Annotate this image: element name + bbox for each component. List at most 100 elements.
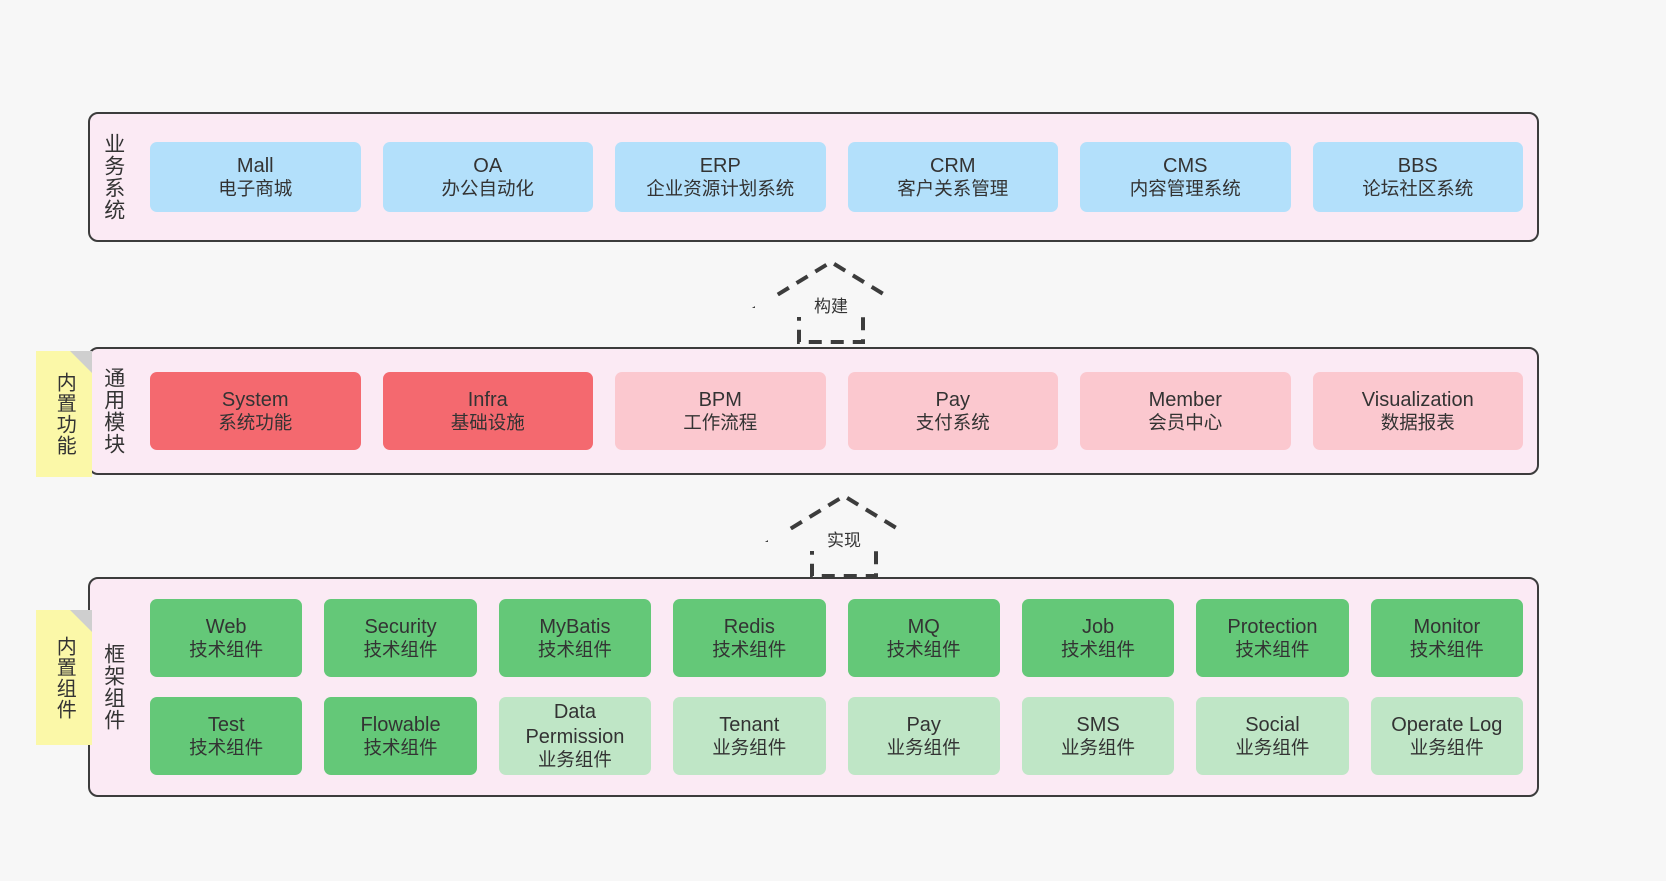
- card-title-cn: 技术组件: [1061, 638, 1136, 660]
- card-member[interactable]: Member 会员中心: [1080, 372, 1291, 450]
- card-bpm[interactable]: BPM 工作流程: [615, 372, 826, 450]
- card-title-en: Mall: [236, 154, 274, 177]
- card-monitor[interactable]: Monitor 技术组件: [1370, 599, 1523, 677]
- layer-body-business-systems: Mall 电子商城 OA 办公自动化 ERP 企业资源计划系统 CRM 客户关系…: [136, 114, 1537, 240]
- build-arrow-label: 构建: [755, 296, 907, 317]
- card-title-en: Social: [1245, 713, 1300, 736]
- card-title-cn: 论坛社区系统: [1362, 177, 1474, 199]
- card-title-en: Data Permission: [525, 701, 625, 748]
- card-title-en: ERP: [699, 154, 741, 177]
- card-title-cn: 业务组件: [1061, 736, 1136, 758]
- card-title-en: Operate Log: [1391, 713, 1503, 736]
- layer-business-systems: 业务系统 Mall 电子商城 OA 办公自动化 ERP 企业资源计划系统 CRM…: [88, 112, 1539, 242]
- card-row: System 系统功能 Infra 基础设施 BPM 工作流程 Pay 支付系统…: [150, 372, 1523, 450]
- card-row: Mall 电子商城 OA 办公自动化 ERP 企业资源计划系统 CRM 客户关系…: [150, 142, 1523, 212]
- card-title-en: Test: [207, 713, 245, 736]
- card-title-cn: 业务组件: [537, 749, 612, 771]
- layer-framework-components: 框架组件 Web 技术组件 Security 技术组件 MyBatis 技术组件…: [88, 577, 1539, 797]
- card-title-en: CMS: [1163, 154, 1208, 177]
- card-title-en: System: [221, 388, 289, 411]
- layer-body-common-modules: System 系统功能 Infra 基础设施 BPM 工作流程 Pay 支付系统…: [136, 349, 1537, 473]
- card-title-en: Member: [1148, 388, 1222, 411]
- sticky-note-label: 内置功能: [53, 372, 76, 456]
- card-tenant[interactable]: Tenant 业务组件: [673, 697, 826, 775]
- implement-arrow-label: 实现: [768, 530, 920, 551]
- card-data-permission[interactable]: Data Permission 业务组件: [498, 697, 652, 775]
- card-title-en: Visualization: [1361, 388, 1474, 411]
- card-title-cn: 业务组件: [712, 736, 787, 758]
- card-title-en: Flowable: [360, 713, 441, 736]
- card-title-cn: 技术组件: [189, 736, 264, 758]
- card-title-en: CRM: [929, 154, 976, 177]
- card-title-cn: 数据报表: [1380, 411, 1455, 433]
- card-visualization[interactable]: Visualization 数据报表: [1312, 372, 1523, 450]
- card-title-en: SMS: [1076, 713, 1120, 736]
- layer-title-business-systems: 业务系统: [101, 133, 125, 221]
- card-title-cn: 办公自动化: [441, 177, 534, 199]
- card-flowable[interactable]: Flowable 技术组件: [324, 697, 477, 775]
- card-test[interactable]: Test 技术组件: [150, 697, 303, 775]
- card-crm[interactable]: CRM 客户关系管理: [847, 142, 1058, 212]
- card-infra[interactable]: Infra 基础设施: [382, 372, 593, 450]
- card-cms[interactable]: CMS 内容管理系统: [1080, 142, 1291, 212]
- card-erp[interactable]: ERP 企业资源计划系统: [615, 142, 826, 212]
- card-title-cn: 电子商城: [218, 177, 293, 199]
- card-title-cn: 业务组件: [1409, 736, 1484, 758]
- card-row: Web 技术组件 Security 技术组件 MyBatis 技术组件 Redi…: [150, 599, 1523, 677]
- card-title-en: Job: [1081, 615, 1115, 638]
- card-title-en: MyBatis: [539, 615, 611, 638]
- card-pay-business[interactable]: Pay 业务组件: [847, 697, 1000, 775]
- card-title-cn: 企业资源计划系统: [646, 177, 795, 199]
- card-redis[interactable]: Redis 技术组件: [673, 599, 826, 677]
- card-mq[interactable]: MQ 技术组件: [847, 599, 1000, 677]
- card-title-en: Monitor: [1413, 615, 1481, 638]
- card-title-en: Pay: [906, 713, 941, 736]
- card-title-cn: 基础设施: [450, 411, 525, 433]
- card-security[interactable]: Security 技术组件: [324, 599, 477, 677]
- card-oa[interactable]: OA 办公自动化: [382, 142, 593, 212]
- card-title-cn: 会员中心: [1148, 411, 1223, 433]
- card-mybatis[interactable]: MyBatis 技术组件: [498, 599, 652, 677]
- card-title-cn: 业务组件: [1235, 736, 1310, 758]
- card-title-cn: 技术组件: [1409, 638, 1484, 660]
- card-title-cn: 技术组件: [712, 638, 787, 660]
- card-title-cn: 技术组件: [363, 638, 438, 660]
- layer-body-framework-components: Web 技术组件 Security 技术组件 MyBatis 技术组件 Redi…: [136, 579, 1537, 795]
- card-title-en: OA: [473, 154, 503, 177]
- card-title-cn: 技术组件: [363, 736, 438, 758]
- card-title-cn: 内容管理系统: [1129, 177, 1241, 199]
- page-fold-icon: [70, 351, 92, 373]
- card-title-cn: 技术组件: [189, 638, 264, 660]
- card-title-en: Pay: [935, 388, 970, 411]
- card-title-cn: 业务组件: [886, 736, 961, 758]
- card-sms[interactable]: SMS 业务组件: [1021, 697, 1175, 775]
- card-bbs[interactable]: BBS 论坛社区系统: [1312, 142, 1523, 212]
- card-title-en: BPM: [698, 388, 742, 411]
- card-title-en: Redis: [723, 615, 775, 638]
- layer-title-framework-components: 框架组件: [101, 643, 125, 731]
- layer-title-common-modules: 通用模块: [101, 367, 125, 455]
- card-protection[interactable]: Protection 技术组件: [1196, 599, 1349, 677]
- card-title-cn: 技术组件: [1235, 638, 1310, 660]
- page-fold-icon: [70, 610, 92, 632]
- card-mall[interactable]: Mall 电子商城: [150, 142, 361, 212]
- card-row: Test 技术组件 Flowable 技术组件 Data Permission …: [150, 697, 1523, 775]
- card-job[interactable]: Job 技术组件: [1021, 599, 1175, 677]
- card-title-cn: 技术组件: [537, 638, 612, 660]
- build-arrow: 构建: [751, 258, 911, 344]
- sticky-note-builtin-components: 内置组件: [36, 610, 92, 745]
- card-operate-log[interactable]: Operate Log 业务组件: [1370, 697, 1523, 775]
- card-title-cn: 工作流程: [683, 411, 758, 433]
- card-title-cn: 支付系统: [915, 411, 990, 433]
- card-pay[interactable]: Pay 支付系统: [847, 372, 1058, 450]
- card-social[interactable]: Social 业务组件: [1196, 697, 1349, 775]
- card-title-en: Security: [364, 615, 437, 638]
- card-title-en: BBS: [1397, 154, 1438, 177]
- card-title-en: Tenant: [719, 713, 780, 736]
- card-web[interactable]: Web 技术组件: [150, 599, 303, 677]
- card-title-en: Protection: [1227, 615, 1318, 638]
- implement-arrow: 实现: [764, 492, 924, 578]
- card-title-en: Infra: [467, 388, 508, 411]
- card-system[interactable]: System 系统功能: [150, 372, 361, 450]
